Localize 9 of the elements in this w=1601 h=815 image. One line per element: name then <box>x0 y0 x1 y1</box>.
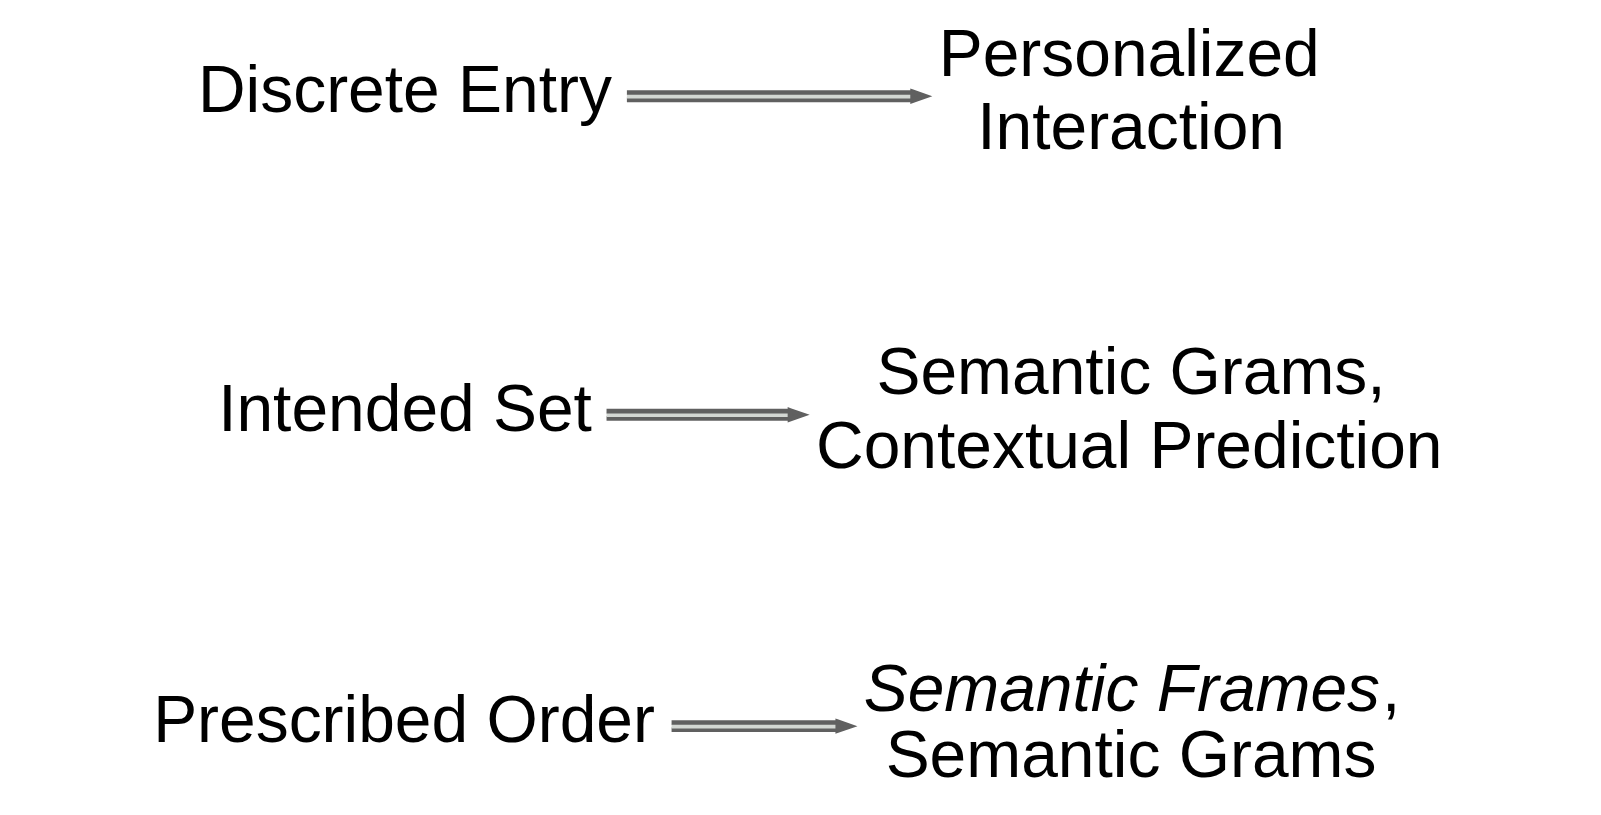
arrow <box>671 718 858 734</box>
node-text: Discrete Entry <box>198 52 612 127</box>
node-text: Personalized Interaction <box>938 15 1320 163</box>
node-text: Semantic Frames, Semantic Grams <box>863 651 1401 792</box>
arrow <box>606 407 810 423</box>
arrow <box>626 88 933 104</box>
node-text: Prescribed Order <box>153 682 655 757</box>
node-text: Intended Set <box>218 370 592 445</box>
node-text: Semantic Grams, Contextual Prediction <box>816 334 1443 482</box>
